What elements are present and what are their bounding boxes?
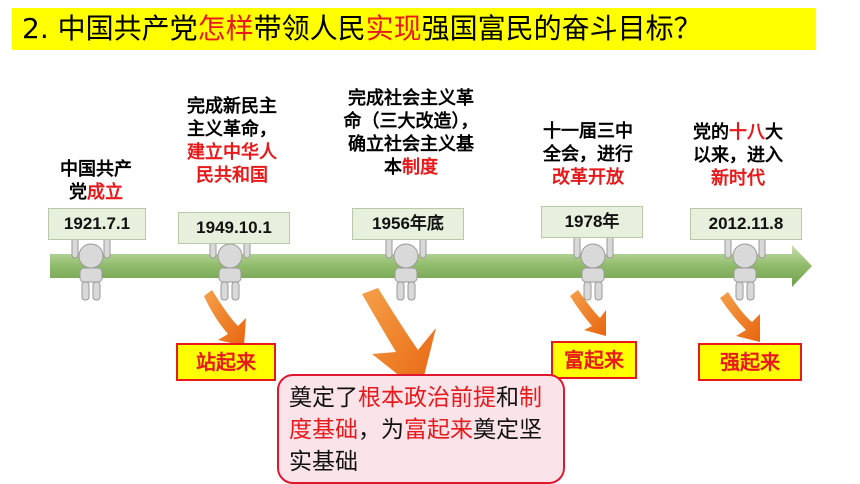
event-2-line-1: 完成新民主 xyxy=(187,96,277,117)
event-2-desc: 完成新民主 主义革命， 建立中华人 民共和国 xyxy=(174,95,290,187)
title-banner xyxy=(12,8,816,50)
event-5-highlight: 十八 xyxy=(729,122,765,143)
event-4-line-1: 十一届三中 xyxy=(543,121,633,142)
event-4-desc: 十一届三中 全会，进行 改革开放 xyxy=(528,120,648,189)
event-1-desc: 中国共产 党成立 xyxy=(48,158,144,204)
event-1-highlight: 成立 xyxy=(87,182,123,203)
event-5-text-a: 党的 xyxy=(693,122,729,143)
event-5-desc: 党的十八大 以来，进入 新时代 xyxy=(676,121,800,190)
page-title: 2. 中国共产党怎样带领人民实现强国富民的奋斗目标？ xyxy=(22,11,702,47)
event-1-text: 党 xyxy=(69,182,87,203)
figure-2 xyxy=(209,235,251,301)
event-5-text-b: 大 xyxy=(765,122,783,143)
event-1-date: 1921.7.1 xyxy=(48,208,146,240)
event-3-line-4: 本制度 xyxy=(326,156,496,179)
curved-arrow-2 xyxy=(362,288,436,392)
bubble-highlight-1: 根本政治前提 xyxy=(358,385,496,411)
event-2-line-3: 建立中华人 xyxy=(187,142,277,163)
event-2-date: 1949.10.1 xyxy=(178,212,290,244)
event-1-line-1: 中国共产 xyxy=(60,159,132,180)
event-3-line-3: 确立社会主义基 xyxy=(348,134,474,155)
event-5-line-1: 党的十八大 xyxy=(676,121,800,144)
title-highlight-1: 怎样 xyxy=(197,12,254,45)
event-3-line-1: 完成社会主义革 xyxy=(348,88,474,109)
title-suffix: 强国富民的奋斗目标？ xyxy=(421,12,702,45)
event-3-desc: 完成社会主义革 命（三大改造）， 确立社会主义基 本制度 xyxy=(326,87,496,179)
event-3-line-2: 命（三大改造）， xyxy=(343,111,479,132)
event-4-date: 1978年 xyxy=(541,206,643,238)
bubble-text-2: 和 xyxy=(496,385,519,411)
figure-3 xyxy=(385,235,427,301)
event-3-date: 1956年底 xyxy=(352,208,464,240)
curved-arrow-4 xyxy=(720,292,760,342)
bubble-text-1: 奠定了 xyxy=(289,385,358,411)
event-4-line-3: 改革开放 xyxy=(552,167,624,188)
curved-arrow-1 xyxy=(204,290,246,346)
bubble-highlight-4: 来 xyxy=(450,417,473,443)
title-prefix: 2. 中国共产党 xyxy=(22,12,198,45)
event-1-line-2: 党成立 xyxy=(48,181,144,204)
event-2-line-2: 主义革命， xyxy=(187,119,277,140)
event-5-date: 2012.11.8 xyxy=(690,208,802,240)
summary-bubble: 奠定了根本政治前提和制度基础，为富起来奠定坚实基础 xyxy=(277,374,565,484)
event-3-text: 本 xyxy=(384,157,402,178)
event-5-line-2: 以来，进入 xyxy=(693,145,783,166)
bubble-highlight-3: 富起 xyxy=(404,417,450,443)
timeline-arrow xyxy=(50,245,812,287)
tag-stand-up: 站起来 xyxy=(176,343,276,381)
bubble-text-3: ，为 xyxy=(358,417,404,443)
tag-get-rich: 富起来 xyxy=(551,341,637,379)
curved-arrow-3 xyxy=(570,290,606,336)
title-mid: 带领人民 xyxy=(253,12,366,45)
figure-1 xyxy=(71,235,111,301)
tag-get-strong: 强起来 xyxy=(698,343,802,381)
bubble-text-4: 奠定坚实基础 xyxy=(289,417,542,475)
title-highlight-2: 实现 xyxy=(365,12,422,45)
bubble-highlight-2: 制度基础 xyxy=(289,385,542,443)
event-4-line-2: 全会，进行 xyxy=(543,144,633,165)
event-5-line-3: 新时代 xyxy=(711,168,765,189)
figure-4 xyxy=(573,235,614,301)
event-3-highlight: 制度 xyxy=(402,157,438,178)
event-2-line-4: 民共和国 xyxy=(196,165,268,186)
